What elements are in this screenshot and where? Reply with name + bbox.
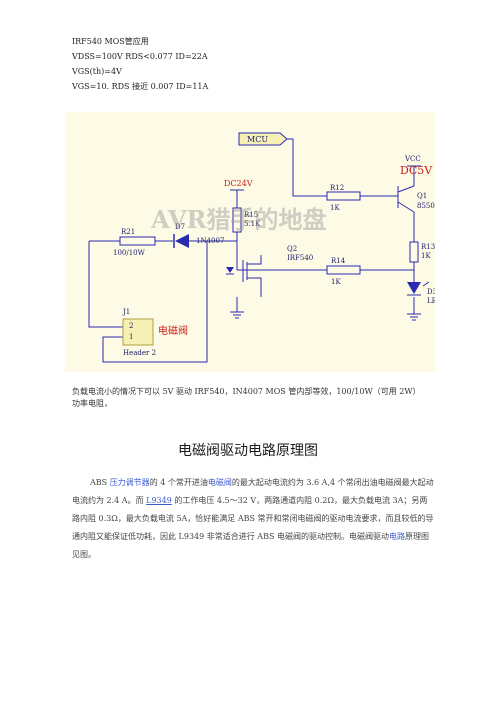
d7-diode [173,234,189,248]
mcu-label: MCU [247,135,268,144]
body-text-d: 的工作电压 4.5～32 V，两路通道内阻 0.2Ω，最大负载电流 3A；另两路… [72,496,434,541]
j1-header [122,318,154,346]
body-text-a: ABS [90,478,110,487]
vcc-symbol: VCC DC5V [400,155,433,177]
watermark: AVR猎手的地盘 [150,205,326,234]
spec-line-vgs: VGS=10. RDS 接近 0.007 ID=11A [72,82,209,91]
spec-line-vdss: VDSS=100V RDS<0.077 ID=22A [72,52,208,61]
r13-ref: R13 [421,243,435,251]
body-paragraph: ABS 压力调节器的 4 个常开进油电磁阀的最大起动电流约为 3.6 A,4 个… [72,474,434,564]
dc5v-label: DC5V [400,164,433,177]
r14-resistor [326,265,361,275]
link-circuit[interactable]: 电路 [388,532,405,541]
q2-value: IRF540 [287,254,313,262]
q2-ref: Q2 [287,245,297,253]
r12-value: 1K [330,204,340,212]
q1-value: 8550 [417,202,435,210]
r13-value: 1K [421,252,431,260]
j1-pin2: 2 [129,322,133,330]
r12-resistor [326,191,361,201]
j1-solenoid-label: 电磁阀 [158,324,188,337]
ground-led [407,313,421,321]
d3-ref: D3 [427,288,435,296]
mcu-port: MCU [238,132,288,146]
vcc-label: VCC [404,155,421,163]
note-line-2: 功率电阻， [72,399,112,408]
link-solenoid-valve[interactable]: 电磁阀 [207,478,232,487]
r21-resistor [119,236,156,246]
body-text-b: 的 4 个常开进油 [149,478,208,487]
d3-value: LED [427,297,435,305]
body-text-e: 原理图见图。 [72,532,429,559]
r21-ref: R21 [121,228,135,236]
d7-value: 1N4007 [196,237,224,245]
note-paragraph: 负载电流小的情况下可以 5V 驱动 IRF540，IN4007 MOS 管内部等… [72,386,442,410]
j1-value: Header 2 [123,349,156,357]
spec-line-vgs-th: VGS(th)=4V [72,67,122,76]
r15-value: 5.1K [244,220,261,228]
q1-ref: Q1 [417,192,427,200]
r13-resistor [409,241,419,263]
r12-ref: R12 [330,184,344,192]
d3-led [407,281,430,296]
r14-value: 1K [331,278,341,286]
r15-resistor [232,207,242,233]
spec-title: IRF540 MOS管应用 [72,37,149,46]
j1-ref: J1 [122,308,130,316]
r21-value: 100/10W [113,249,146,257]
dc24v-label: DC24V [224,179,253,188]
note-line-1: 负载电流小的情况下可以 5V 驱动 IRF540，IN4007 MOS 管内部等… [72,387,421,396]
link-l9349[interactable]: L9349 [146,496,172,505]
dc24v-symbol: DC24V [224,179,253,191]
j1-pin1: 1 [129,333,133,341]
q1-transistor [390,185,415,213]
schematic-diagram: MCU VCC DC5V Q1 8550 R12 1K R13 1K D3 LE… [65,112,435,372]
q2-body-diode [226,267,234,275]
r15-ref: R15 [244,211,258,219]
wires [88,138,415,363]
ground-q2 [230,311,244,319]
page-heading: 电磁阀驱动电路原理图 [178,443,318,459]
link-pressure-regulator[interactable]: 压力调节器 [109,478,150,487]
d7-ref: D7 [175,223,185,231]
r14-ref: R14 [331,257,346,265]
body-text-c: 的最大起动电流约为 3.6 A,4 个常闭出油电磁阀最大起动电流约为 2.4 A… [72,478,434,505]
